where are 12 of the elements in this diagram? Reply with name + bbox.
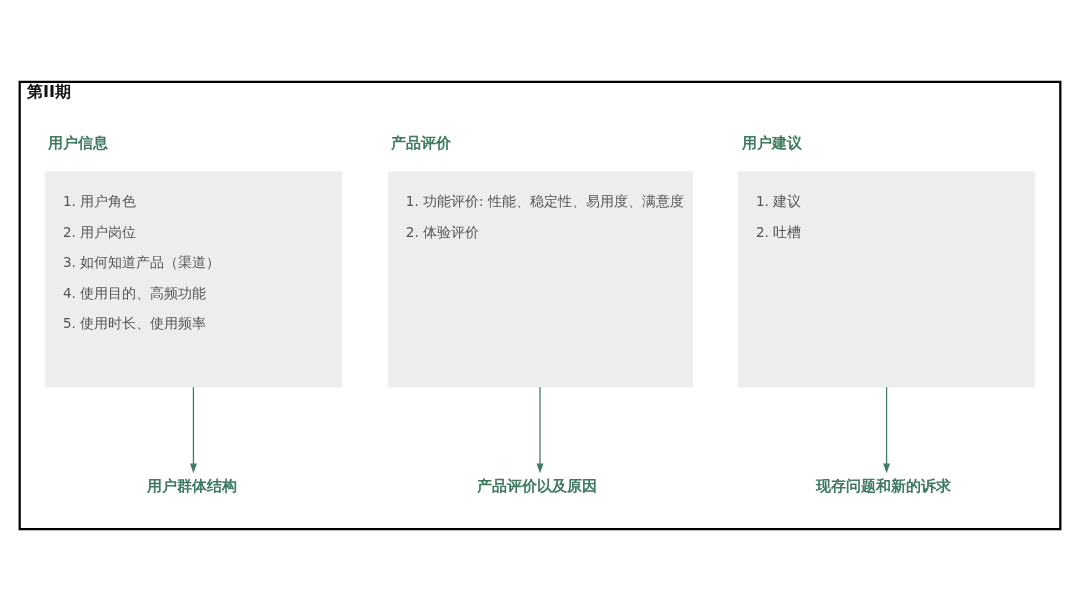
node-box: 1. 建议 2. 吐槽 [738,170,1036,387]
node-label: 产品评价 [391,133,452,152]
node-label: 用户建议 [741,133,802,152]
arrow [883,386,890,473]
node-text: 用户群体结构 [146,476,237,495]
node-text: 产品评价以及原因 [477,476,598,495]
node-label: 用户信息 [48,133,109,152]
node-box: 1. 用户角色 2. 用户岗位 3. 如何知道产品（渠道） 4. 使用目的、高频功能 5. 使用时长、使用频率 [44,170,342,387]
arrow [190,386,197,473]
node-text: 现存问题和新的诉求 [816,476,952,495]
node-box: 1. 功能评价: 性能、稳定性、易用度、满意度 2. 体验评价 [387,170,694,387]
arrow [536,386,544,473]
